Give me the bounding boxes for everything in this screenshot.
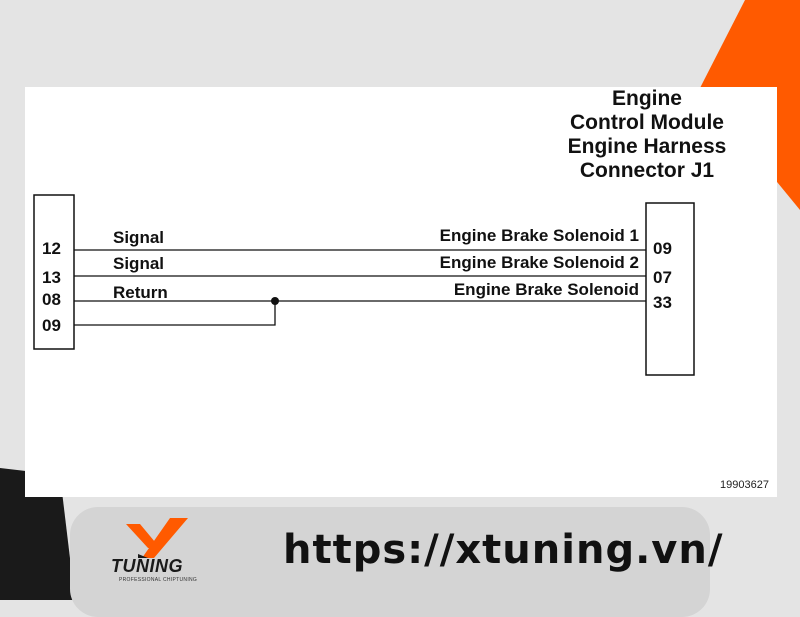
- dark-corner-shape: [0, 468, 75, 600]
- logo-tagline: PROFESSIONAL CHIPTUNING: [119, 577, 198, 583]
- label-engine-brake-solenoid: Engine Brake Solenoid: [453, 280, 639, 299]
- ecm-title-line-2: Control Module: [570, 111, 724, 134]
- xtuning-logo-icon: [126, 518, 188, 558]
- logo-wordmark: TUNING: [111, 556, 183, 576]
- ecm-pin-09: 09: [653, 239, 672, 258]
- splice-dot: [271, 297, 279, 305]
- wire-label-signal-1: Signal: [113, 228, 165, 247]
- wiring-lines: [33, 194, 695, 376]
- label-engine-brake-solenoid-2: Engine Brake Solenoid 2: [439, 253, 639, 272]
- left-pin-13: 13: [42, 268, 61, 287]
- label-engine-brake-solenoid-1: Engine Brake Solenoid 1: [439, 226, 639, 245]
- left-connector-box: [33, 194, 75, 350]
- wiring-diagram: 12 13 08 09 Signal Signal Return Engine …: [25, 87, 777, 497]
- ecm-connector-box: [645, 202, 695, 376]
- website-url[interactable]: https://xtuning.vn/: [283, 527, 724, 573]
- ecm-title: Engine Control Module Engine Harness Con…: [537, 87, 757, 183]
- ecm-title-line-3: Engine Harness: [567, 135, 727, 158]
- left-pin-12: 12: [42, 239, 61, 258]
- ecm-title-line-1: Engine: [611, 87, 682, 110]
- left-pin-08: 08: [42, 290, 61, 309]
- left-pin-09: 09: [42, 316, 61, 335]
- wire-label-signal-2: Signal: [113, 254, 165, 273]
- part-number: 19903627: [720, 479, 769, 491]
- wire-return-branch: [74, 301, 276, 326]
- ecm-title-line-4: Connector J1: [579, 159, 715, 182]
- ecm-pin-33: 33: [653, 293, 672, 312]
- wire-label-return: Return: [113, 283, 168, 302]
- ecm-pin-07: 07: [653, 268, 672, 287]
